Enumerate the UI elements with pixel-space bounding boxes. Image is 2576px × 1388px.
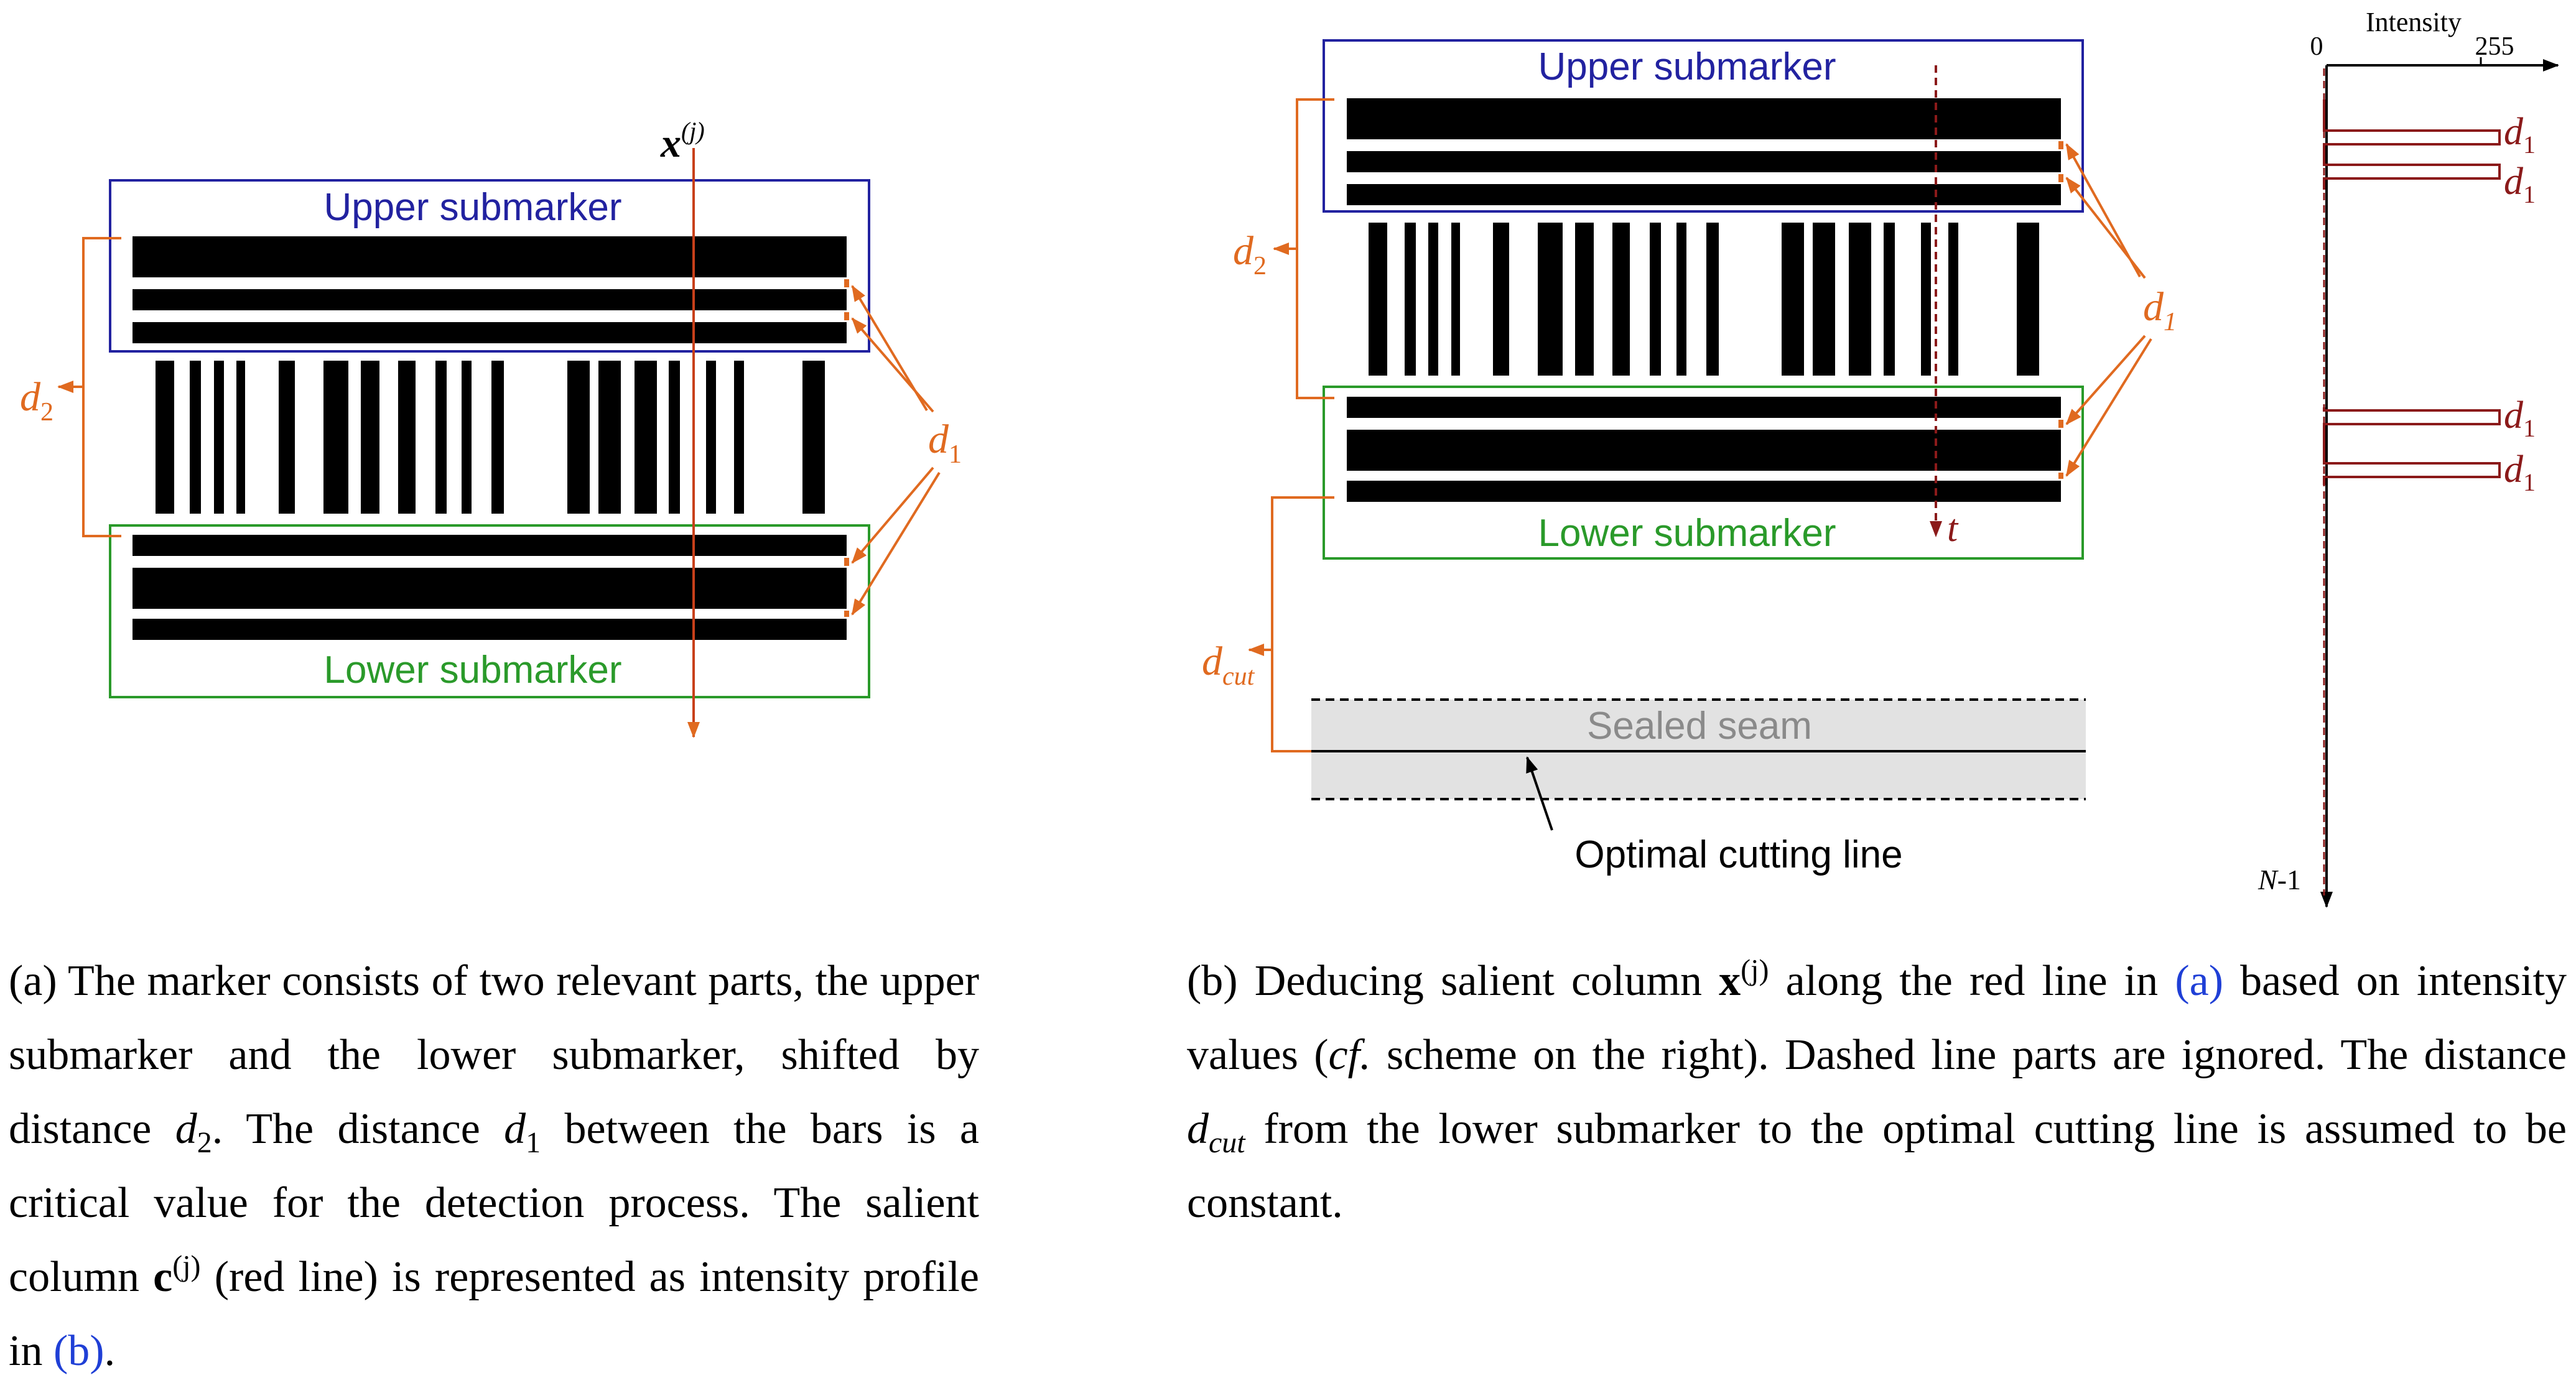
lower-submarker-box-b xyxy=(1323,386,2084,560)
intensity-axis-title: Intensity xyxy=(2366,7,2462,37)
ref-a-link[interactable]: (a) xyxy=(2175,957,2224,1005)
barcode-a xyxy=(156,361,825,514)
caption-b: (b) Deducing salient column x(j) along t… xyxy=(1187,953,2567,1227)
d2-bracket-b xyxy=(1296,98,1334,399)
intensity-profile: Intensity 0 255 d1 d1 d1 d1 N-1 xyxy=(2257,7,2559,908)
tick-255-label: 255 xyxy=(2475,32,2514,61)
d1-arrows-a xyxy=(851,285,941,616)
tick-0-label: 0 xyxy=(2310,32,2323,61)
svg-text:d1: d1 xyxy=(2504,448,2536,496)
caption-a: (a) The marker consists of two relevant … xyxy=(9,957,979,1375)
peak-labels: d1 d1 d1 d1 xyxy=(2504,111,2536,496)
t-label-b: t xyxy=(1947,507,1959,550)
d1-label-a: d1 xyxy=(928,417,962,469)
upper-submarker-box-a xyxy=(109,179,870,353)
upper-bar-2 xyxy=(133,289,847,310)
upper-submarker-box-b xyxy=(1323,39,2084,213)
dcut-label-b: dcut xyxy=(1202,639,1255,691)
d2-label-a: d2 xyxy=(20,374,53,427)
cutting-line-label: Optimal cutting line xyxy=(1574,833,1902,876)
d2-label-b: d2 xyxy=(1233,228,1267,280)
panel-a-diagram: Upper submarker Lower submarker x(j) d2 … xyxy=(20,117,962,738)
upper-submarker-label-a: Upper submarker xyxy=(324,186,622,229)
n-minus-1-label: N-1 xyxy=(2257,864,2301,895)
d1-arrows-b xyxy=(2065,143,2152,477)
lower-bar-b1 xyxy=(1347,397,2061,418)
upper-bar-b1 xyxy=(1347,98,2061,139)
svg-text:d1: d1 xyxy=(2504,394,2536,442)
dcut-bracket-b xyxy=(1271,496,1334,752)
svg-text:d1: d1 xyxy=(2504,160,2536,208)
upper-bar-b3 xyxy=(1347,184,2061,205)
lower-submarker-label-b: Lower submarker xyxy=(1538,512,1836,555)
lower-bar-2 xyxy=(133,568,847,609)
sealed-seam-label: Sealed seam xyxy=(1587,705,1812,747)
svg-text:d1: d1 xyxy=(2504,111,2536,159)
lower-bar-3 xyxy=(133,619,847,640)
upper-bar-1 xyxy=(133,236,847,277)
ref-b-link[interactable]: (b) xyxy=(53,1327,105,1375)
upper-bar-b2 xyxy=(1347,151,2061,172)
lower-bar-b3 xyxy=(1347,481,2061,502)
profile-lower-peaks xyxy=(2323,407,2501,485)
d1-label-b: d1 xyxy=(2143,284,2177,336)
upper-bar-3 xyxy=(133,322,847,343)
sealed-seam-area xyxy=(1311,700,2086,799)
barcode-b xyxy=(1369,223,2039,376)
x-label-a: x(j) xyxy=(660,117,705,166)
lower-bar-b2 xyxy=(1347,430,2061,471)
cutting-line-pointer xyxy=(1526,756,1553,831)
profile-upper-peaks xyxy=(2323,99,2501,190)
lower-bar-1 xyxy=(133,535,847,556)
lower-submarker-box-a xyxy=(109,524,870,698)
panel-b-diagram: Upper submarker Lower submarker t d2 dcu… xyxy=(1202,39,2177,876)
d2-bracket-a xyxy=(82,237,121,537)
lower-submarker-label-a: Lower submarker xyxy=(324,649,622,692)
upper-submarker-label-b: Upper submarker xyxy=(1538,45,1836,88)
